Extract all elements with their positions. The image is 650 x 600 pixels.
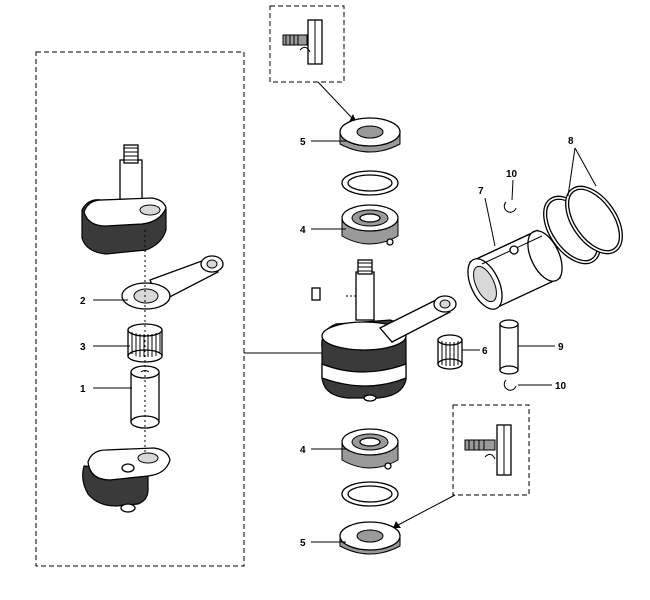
inset-bottom-arrowhead <box>393 521 401 528</box>
leader-8-a <box>567 147 576 197</box>
lower-crank-half-icon <box>82 447 171 513</box>
piston-icon <box>467 229 563 310</box>
callout-3: 3 <box>80 342 86 353</box>
inset-bottom-connector <box>397 494 456 526</box>
oil-seal-top-icon <box>339 117 401 153</box>
snap-ring-bottom-icon <box>341 481 399 507</box>
piston-rings-icon <box>543 185 623 265</box>
assembled-crankshaft-icon <box>311 259 457 402</box>
inset-top-detail-icon <box>282 19 323 65</box>
callout-5-bottom: 5 <box>300 538 306 549</box>
crankshaft-assembly-group-box <box>35 51 245 567</box>
callout-5-top: 5 <box>300 137 306 148</box>
oil-seal-bottom-icon <box>339 521 401 555</box>
snap-ring-top-icon <box>341 170 399 196</box>
leader-8-b <box>574 147 597 187</box>
ball-bearing-top-icon <box>341 204 399 246</box>
circlip-bottom-icon <box>503 379 517 391</box>
callout-1: 1 <box>80 384 86 395</box>
connecting-rod-icon <box>121 255 224 310</box>
needle-bearing-left-icon <box>127 323 163 363</box>
callout-7: 7 <box>478 186 484 197</box>
ball-bearing-bottom-icon <box>341 428 399 470</box>
callout-10-bottom: 10 <box>555 381 567 392</box>
callout-10-top: 10 <box>506 169 518 180</box>
callout-9: 9 <box>558 342 564 353</box>
detail-inset-top-box <box>269 5 345 83</box>
leader-10-top <box>511 179 514 201</box>
upper-crank-half-icon <box>81 144 167 255</box>
callout-4-bottom: 4 <box>300 445 306 456</box>
callout-2: 2 <box>80 296 86 307</box>
detail-inset-bottom-box <box>452 404 530 496</box>
leader-7 <box>484 197 496 247</box>
callout-4-top: 4 <box>300 225 306 236</box>
inset-bottom-detail-icon <box>464 424 512 476</box>
needle-bearing-small-end-icon <box>437 334 463 370</box>
circlip-top-icon <box>503 201 517 213</box>
piston-pin-icon <box>499 319 519 375</box>
inset-top-connector <box>317 81 353 119</box>
callout-6: 6 <box>482 346 488 357</box>
callout-8: 8 <box>568 136 574 147</box>
